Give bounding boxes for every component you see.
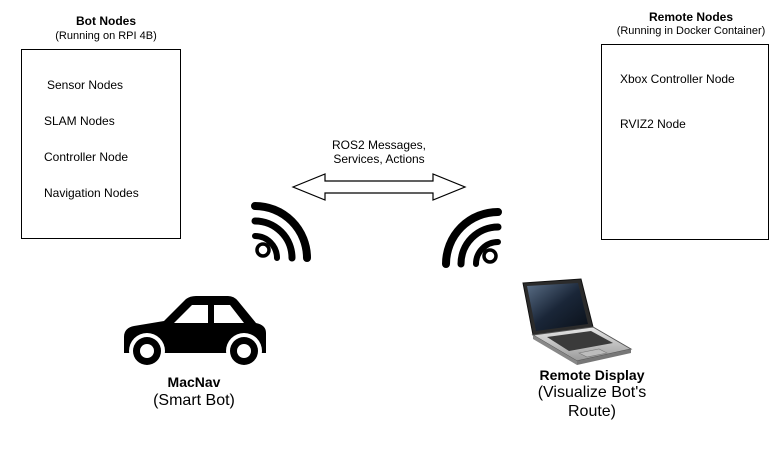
bot-nodes-title: Bot Nodes	[76, 14, 136, 28]
display-description-line2: Route)	[567, 403, 617, 420]
bot-nodes-subtitle: (Running on RPI 4B)	[55, 30, 157, 42]
remote-nodes-title: Remote Nodes	[648, 10, 734, 24]
display-name: Remote Display	[539, 367, 645, 383]
wifi-signal-icon	[251, 202, 311, 262]
bot-node-item: Controller Node	[44, 150, 129, 164]
display-description: (Visualize Bot's Route)	[517, 383, 667, 421]
bot-nodes-box: Sensor Nodes SLAM Nodes Controller Node …	[21, 49, 181, 239]
bot-node-item: Sensor Nodes	[47, 78, 124, 92]
remote-nodes-subtitle: (Running in Docker Container)	[616, 25, 766, 37]
laptop-icon	[522, 278, 633, 365]
remote-node-item: RVIZ2 Node	[620, 117, 686, 131]
double-arrow-icon	[291, 173, 467, 201]
link-label-line2: Services, Actions	[333, 152, 425, 166]
bot-description: (Smart Bot)	[153, 392, 235, 409]
car-icon	[124, 296, 266, 369]
link-label: ROS2 Messages, Services, Actions	[304, 138, 454, 166]
bot-node-item: Navigation Nodes	[44, 186, 139, 200]
wifi-signal-icon	[442, 208, 502, 268]
display-description-line1: (Visualize Bot's	[537, 384, 647, 401]
remote-nodes-box: Xbox Controller Node RVIZ2 Node	[601, 44, 769, 240]
link-label-line1: ROS2 Messages,	[331, 138, 427, 152]
bot-name: MacNav	[167, 374, 221, 390]
remote-node-item: Xbox Controller Node	[620, 72, 735, 86]
bot-node-item: SLAM Nodes	[44, 114, 115, 128]
